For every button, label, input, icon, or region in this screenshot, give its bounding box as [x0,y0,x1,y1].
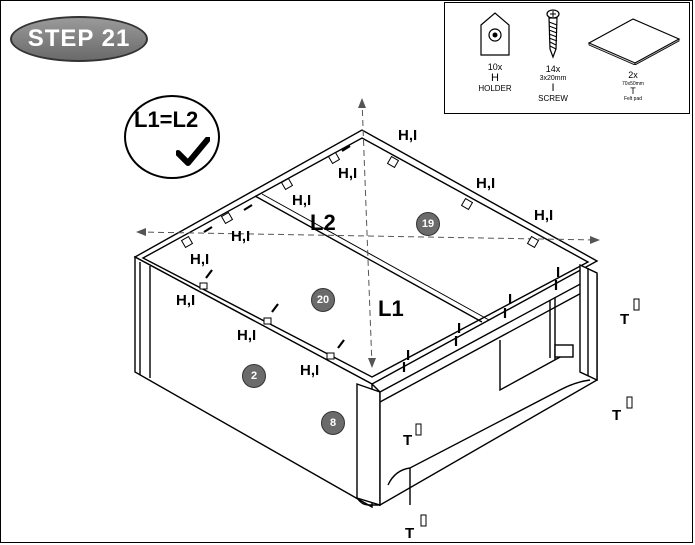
screw-desc: SCREW [538,94,568,103]
label-hi-9: H,I [237,327,257,344]
label-l2: L2 [310,210,336,235]
label-hi-6: H,I [231,228,251,245]
step-label: STEP 21 [27,25,131,52]
panel-2-number: 2 [250,370,258,382]
measure-arrows [136,98,600,368]
panel-badge-20: 20 [311,288,335,312]
panel-badge-8: 8 [321,411,345,435]
screw-icon [546,9,560,59]
part-holder: 10x H HOLDER [469,9,521,93]
check-mark-icon [176,137,210,166]
label-hi-7: H,I [190,251,210,268]
equality-text: L1=L2 [134,107,199,132]
step-badge: STEP 21 [10,16,148,62]
label-hi-4: H,I [292,192,312,209]
label-hi-1: H,I [398,127,418,144]
label-t-1: T [620,311,630,328]
felt-pad-icon [587,18,681,66]
label-i-4: I [406,347,411,364]
panel-badge-19: 19 [416,212,440,236]
label-t-2: T [612,407,622,424]
felt-pad-code: T [630,86,636,96]
label-hi-5: H,I [534,207,554,224]
label-t-3: T [403,432,413,449]
label-t-4: T [405,525,415,542]
panel-badge-2: 2 [242,364,266,388]
holder-icon [480,12,510,56]
screw-code: I [551,82,555,94]
holder-desc: HOLDER [478,84,512,93]
felt-pad-marks [415,298,640,527]
panel-19-number: 19 [421,218,435,230]
felt-pad-size: 70x50mm [622,81,644,87]
label-hi-3: H,I [476,175,496,192]
diagonal-measure-lines [137,99,599,367]
screw-qty: 14x [545,64,561,74]
part-screw: 14x 3x20mm I SCREW [531,9,575,103]
felt-pad-desc: Felt pad [623,96,643,102]
felt-pad-qty: 2x [628,70,638,80]
panel-8-number: 8 [329,417,337,429]
label-hi-10: H,I [300,362,320,379]
label-i-3: I [457,320,462,337]
holder-qty: 10x [487,62,503,72]
panel-20-number: 20 [316,294,330,306]
holder-code: H [491,72,499,84]
part-felt-pad: 2x 70x50mm T Felt pad [579,13,687,102]
screw-size: 3x20mm [539,75,567,82]
label-hi-8: H,I [176,292,196,309]
label-i-2: I [508,291,513,308]
label-hi-2: H,I [338,165,358,182]
screw-marks [203,145,558,372]
parts-box: 10x H HOLDER 14x 3x20mm I SCREW 2x 70x50 [444,2,690,114]
label-l1: L1 [378,296,404,321]
cabinet-structure [133,129,599,509]
label-i-1: I [556,264,561,281]
equality-badge: L1=L2 [124,95,220,179]
holder-marks [180,151,540,360]
